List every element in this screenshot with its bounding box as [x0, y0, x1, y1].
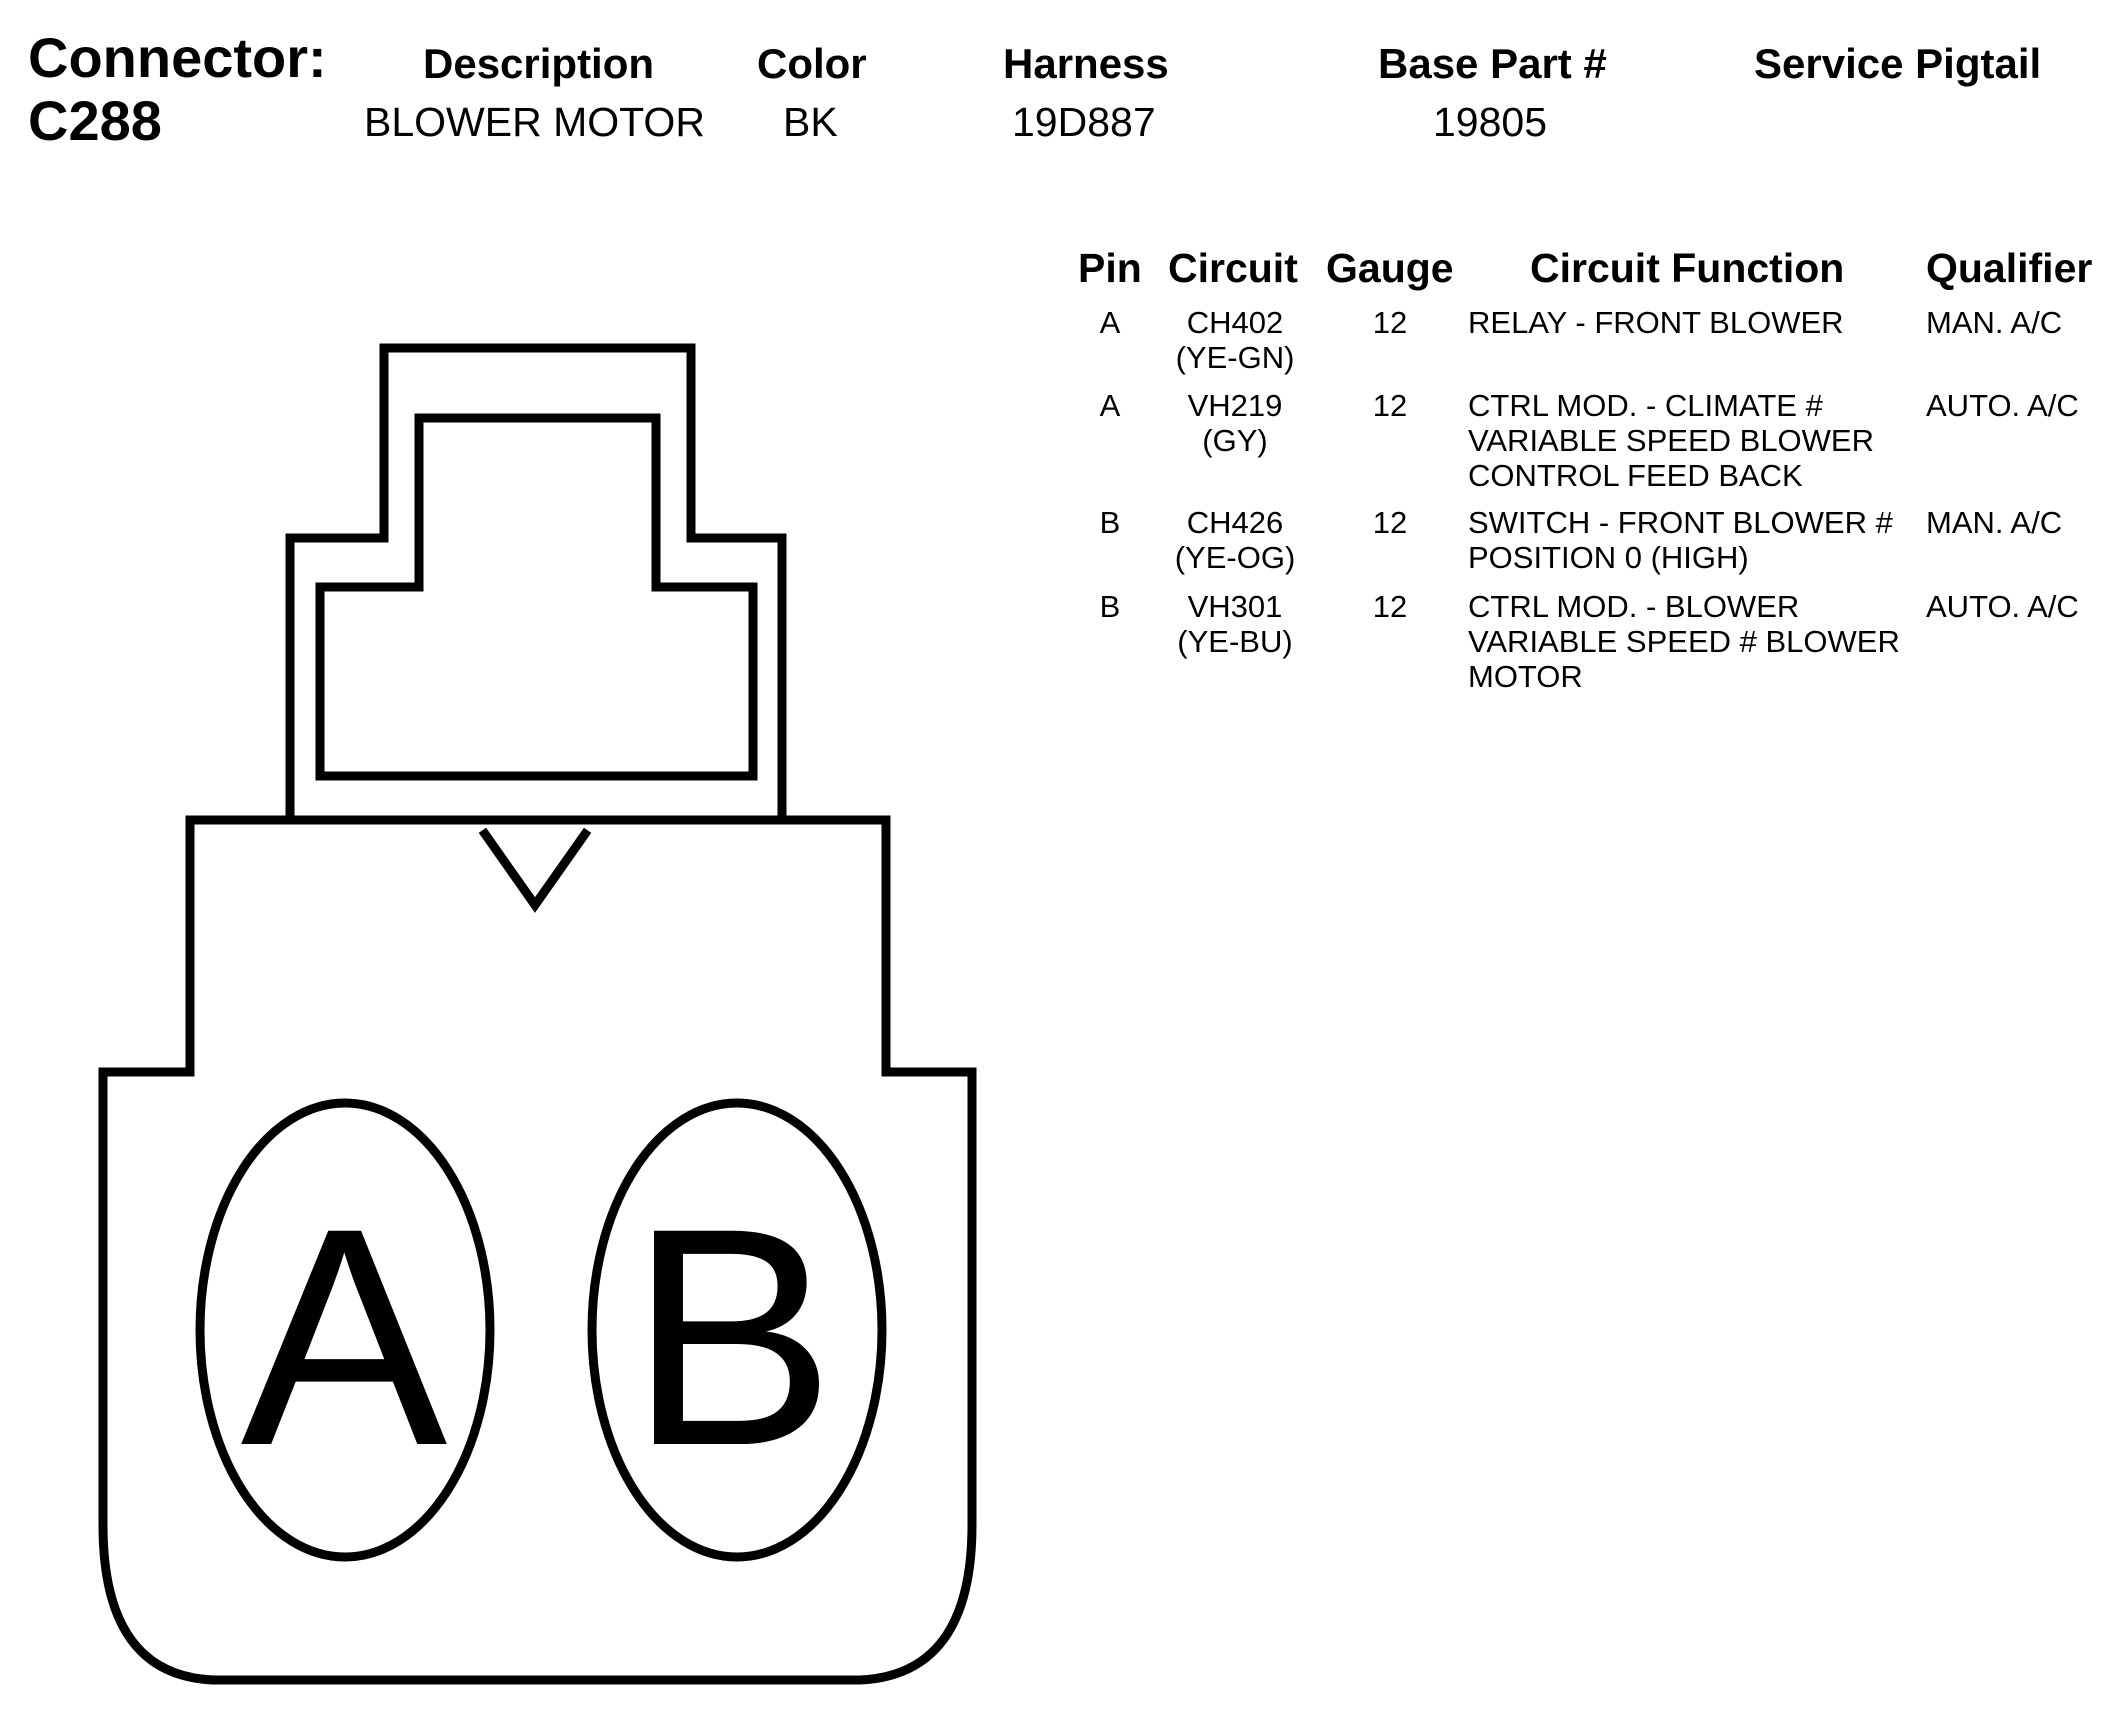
row2-function: CTRL MOD. - CLIMATE # VARIABLE SPEED BLO… — [1468, 388, 1874, 493]
harness-value: 19D887 — [1012, 99, 1156, 145]
description-value: BLOWER MOTOR — [364, 99, 705, 145]
connector-label: Connector: — [28, 26, 327, 89]
row1-pin: A — [1099, 305, 1121, 340]
row4-pin: B — [1099, 589, 1121, 624]
color-value: BK — [783, 99, 838, 145]
row2-pin: A — [1099, 388, 1121, 423]
row3-qualifier: MAN. A/C — [1926, 505, 2063, 540]
service-pigtail-header: Service Pigtail — [1754, 40, 2042, 87]
connector-id: C288 — [28, 89, 162, 152]
circuit-function-column-header: Circuit Function — [1530, 245, 1845, 291]
row2-gauge: 12 — [1372, 388, 1408, 423]
color-header: Color — [757, 40, 867, 87]
qualifier-column-header: Qualifier — [1926, 245, 2093, 291]
row4-gauge: 12 — [1372, 589, 1408, 624]
gauge-column-header: Gauge — [1326, 245, 1454, 291]
description-header: Description — [423, 40, 655, 87]
row1-circuit: CH402 (YE-GN) — [1175, 305, 1295, 375]
pin-a-label: A — [241, 1163, 449, 1510]
row4-function: CTRL MOD. - BLOWER VARIABLE SPEED # BLOW… — [1468, 589, 1900, 694]
latch-outer-outline — [285, 343, 787, 825]
row3-circuit: CH426 (YE-OG) — [1174, 505, 1296, 575]
row3-pin: B — [1099, 505, 1121, 540]
row2-circuit: VH219 (GY) — [1187, 388, 1283, 458]
row4-qualifier: AUTO. A/C — [1926, 589, 2079, 624]
key-notch — [478, 827, 592, 913]
row1-qualifier: MAN. A/C — [1926, 305, 2063, 340]
row1-function: RELAY - FRONT BLOWER — [1468, 305, 1844, 340]
row4-circuit: VH301 (YE-BU) — [1177, 589, 1293, 659]
base-part-header: Base Part # — [1378, 40, 1607, 87]
pin-cavity-b — [587, 1098, 887, 1562]
pin-b-label: B — [629, 1163, 836, 1510]
base-part-value: 19805 — [1433, 99, 1548, 145]
pin-column-header: Pin — [1078, 245, 1142, 291]
row2-qualifier: AUTO. A/C — [1926, 388, 2079, 423]
harness-header: Harness — [1003, 40, 1169, 87]
latch-inner-tab — [315, 413, 758, 781]
circuit-column-header: Circuit — [1168, 245, 1298, 291]
pin-cavity-a — [195, 1098, 495, 1562]
row3-function: SWITCH - FRONT BLOWER # POSITION 0 (HIGH… — [1468, 505, 1893, 575]
row3-gauge: 12 — [1372, 505, 1408, 540]
connector-body-outline — [98, 815, 977, 1685]
row1-gauge: 12 — [1372, 305, 1408, 340]
